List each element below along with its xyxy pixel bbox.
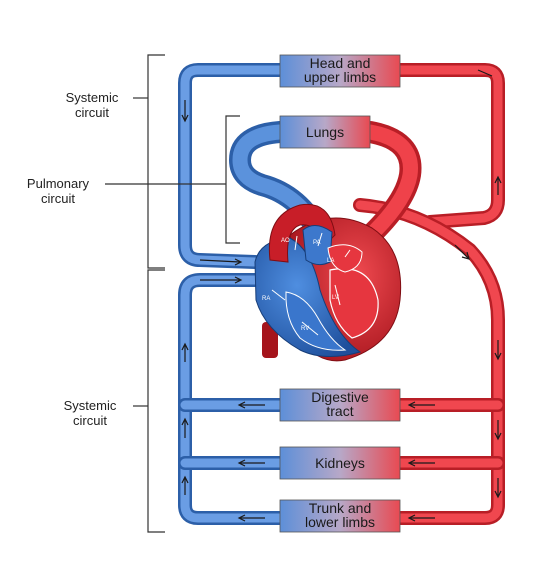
side-labels: Systemic circuit Pulmonary circuit Syste… [27, 90, 119, 428]
pulmonary-trunk [302, 225, 333, 266]
systemic-bottom-label-line1: Systemic [64, 398, 117, 413]
systemic-top-label-line1: Systemic [66, 90, 119, 105]
systemic-top-bracket [147, 54, 165, 269]
svg-text:upper limbs: upper limbs [304, 69, 376, 85]
systemic-bottom-label-line2: circuit [73, 413, 107, 428]
inferior-vena-cava [262, 322, 278, 358]
right-ventricle-chamber [285, 291, 347, 351]
head-upper-limbs-box: Head and upper limbs [279, 54, 401, 88]
brackets [105, 54, 240, 533]
heart-label-lv: LV [332, 295, 339, 301]
flow-arrows [181, 69, 502, 522]
svg-text:Lungs: Lungs [306, 124, 344, 140]
digestive-tract-box: Digestive tract [279, 388, 401, 422]
left-atrium-chamber [327, 244, 363, 273]
heart-label-ao: AO [281, 238, 290, 244]
svg-text:Kidneys: Kidneys [315, 455, 365, 471]
organ-boxes: Head and upper limbs Lungs Digestive tra… [279, 54, 401, 533]
heart-label-la: LA [327, 258, 334, 264]
pulmonary-label-line2: circuit [41, 191, 75, 206]
heart: AO PA LA RA LV RV [254, 203, 402, 362]
kidneys-box: Kidneys [279, 446, 401, 480]
svg-text:Digestive: Digestive [311, 389, 369, 405]
heart-label-pa: PA [313, 240, 321, 246]
heart-label-rv: RV [301, 326, 309, 332]
heart-label-ra: RA [262, 296, 270, 302]
systemic-top-label-line2: circuit [75, 105, 109, 120]
svg-text:Head and: Head and [310, 55, 371, 71]
pulmonary-label-line1: Pulmonary [27, 176, 90, 191]
svg-text:tract: tract [326, 403, 353, 419]
svg-text:Trunk and: Trunk and [309, 500, 372, 516]
lungs-box: Lungs [279, 115, 371, 149]
left-ventricle-chamber [329, 268, 379, 339]
trunk-lower-limbs-box: Trunk and lower limbs [279, 499, 401, 533]
svg-text:lower limbs: lower limbs [305, 514, 375, 530]
pulmonary-bracket [225, 115, 240, 244]
systemic-bottom-bracket [147, 269, 165, 533]
